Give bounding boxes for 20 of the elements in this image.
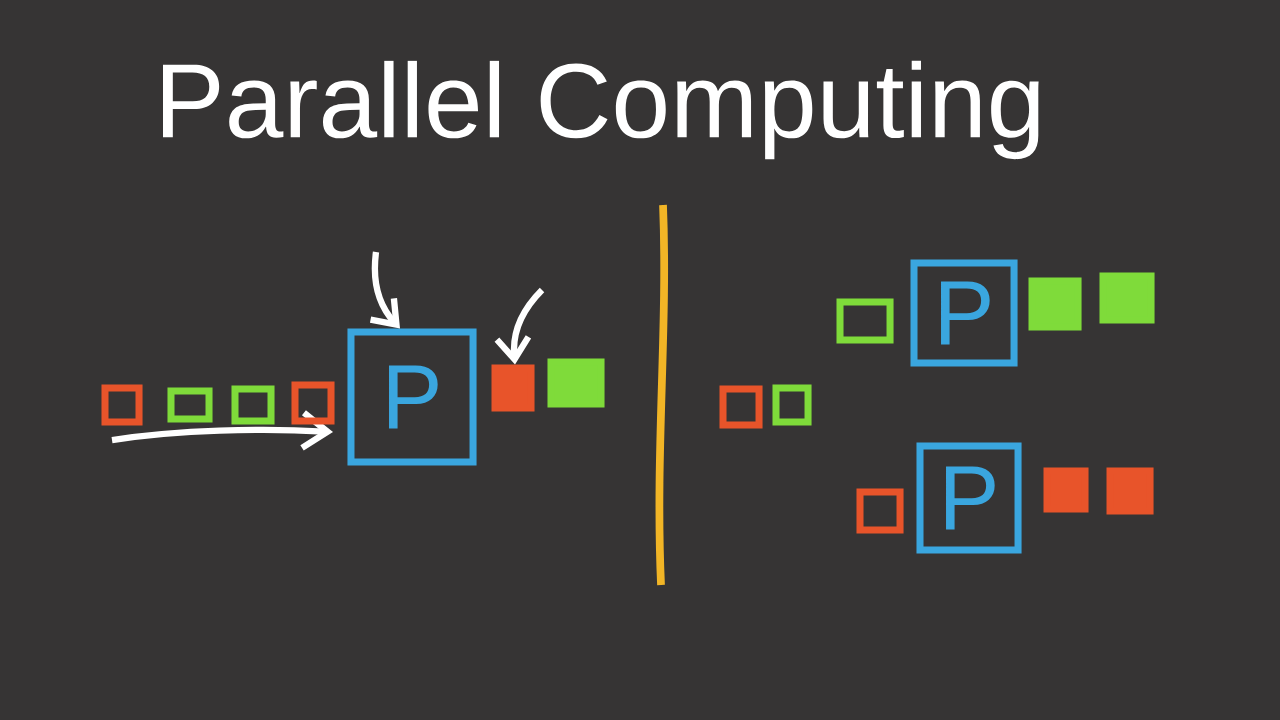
task-square [291,381,335,425]
title: Parallel Computing [163,60,1039,160]
task-square [101,384,143,426]
processor-box: P [916,442,1022,554]
task-square [547,358,605,408]
task-square [1099,272,1155,324]
task-square [1043,467,1089,513]
task-square [1028,277,1082,331]
task-square [719,385,763,429]
task-square [231,385,275,425]
task-square [772,384,812,426]
task-square [167,387,213,423]
processor-box: P [910,259,1018,367]
task-square [856,488,904,534]
arrow [369,251,400,329]
task-square [836,298,894,344]
processor-box: P [347,328,477,466]
task-square [491,364,535,412]
arrow [494,287,545,365]
task-square [1106,467,1154,515]
